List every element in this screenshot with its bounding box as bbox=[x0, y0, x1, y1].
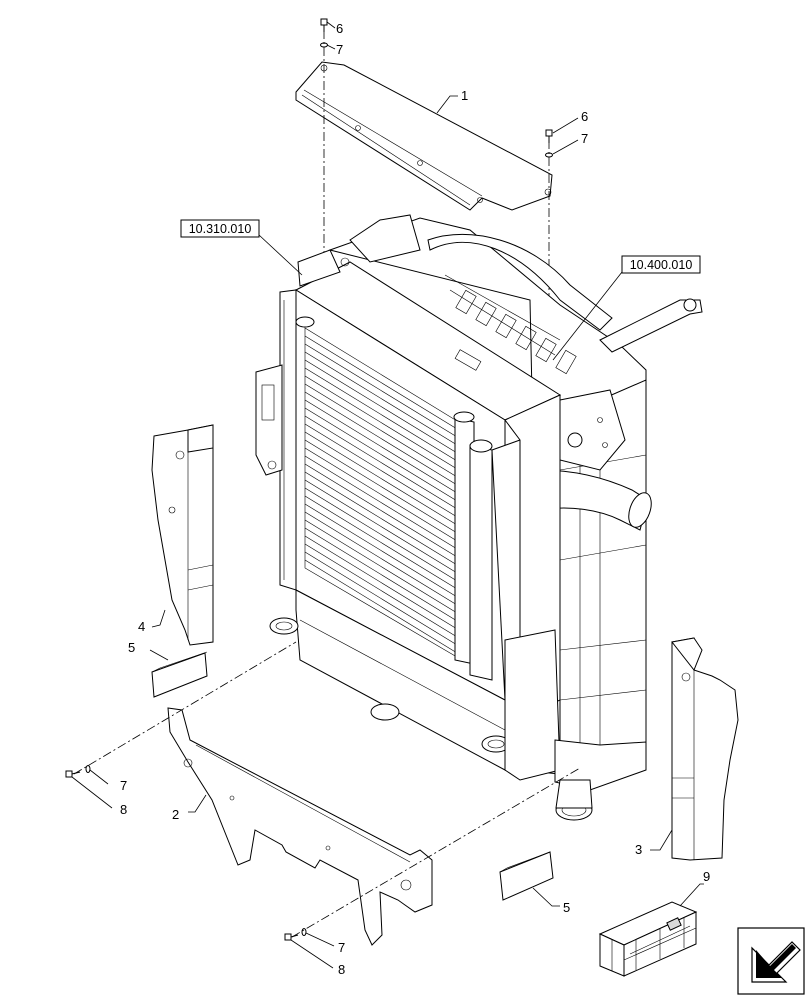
intercooler-top-fins bbox=[455, 289, 577, 375]
assembly-line-bottom-right bbox=[291, 767, 581, 938]
foam-block-right[interactable] bbox=[499, 851, 554, 901]
radiator-assembly bbox=[255, 214, 703, 821]
bolt-bottom-left[interactable] bbox=[65, 765, 91, 778]
callout-7d[interactable]: 7 bbox=[338, 940, 345, 955]
svg-text:10.400.010: 10.400.010 bbox=[630, 258, 693, 272]
callout-5b[interactable]: 5 bbox=[563, 900, 570, 915]
intercooler-reference[interactable]: 10.400.010 bbox=[552, 255, 701, 361]
bolt-bottom-center[interactable] bbox=[284, 928, 307, 941]
callout-3[interactable]: 3 bbox=[635, 842, 642, 857]
callout-7b[interactable]: 7 bbox=[581, 131, 588, 146]
callout-7a[interactable]: 7 bbox=[336, 42, 343, 57]
callout-4[interactable]: 4 bbox=[138, 619, 145, 634]
top-cover-plate[interactable] bbox=[295, 61, 553, 211]
callout-1[interactable]: 1 bbox=[461, 88, 468, 103]
kit-box-icon bbox=[598, 901, 698, 977]
left-foam-seal[interactable] bbox=[151, 424, 214, 646]
bottom-deflector-panel[interactable] bbox=[167, 707, 433, 946]
callout-6b[interactable]: 6 bbox=[581, 109, 588, 124]
right-foam-seal[interactable] bbox=[671, 637, 739, 861]
radiator-reference[interactable]: 10.310.010 bbox=[180, 219, 303, 276]
next-arrow-icon[interactable] bbox=[737, 927, 805, 995]
callout-5a[interactable]: 5 bbox=[128, 640, 135, 655]
svg-text:10.310.010: 10.310.010 bbox=[189, 222, 252, 236]
callout-8b[interactable]: 8 bbox=[338, 962, 345, 977]
callout-2[interactable]: 2 bbox=[172, 807, 179, 822]
callout-6a[interactable]: 6 bbox=[336, 21, 343, 36]
callout-7c[interactable]: 7 bbox=[120, 778, 127, 793]
callout-8a[interactable]: 8 bbox=[120, 802, 127, 817]
foam-block-left[interactable] bbox=[151, 651, 208, 698]
callout-9[interactable]: 9 bbox=[703, 869, 710, 884]
